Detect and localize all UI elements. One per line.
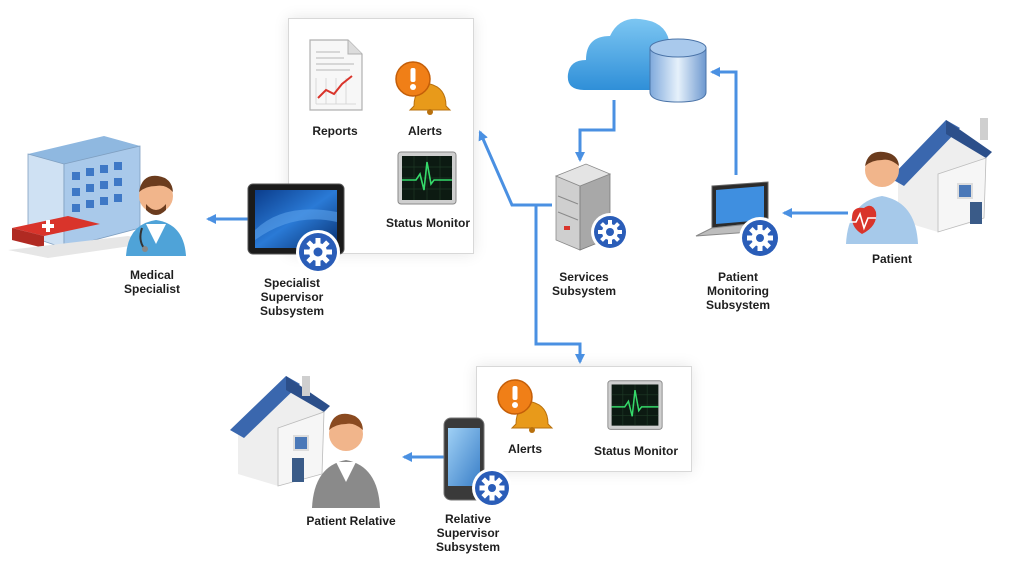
patient-home-icon bbox=[846, 118, 992, 244]
arrow-monitoring-to-cloud bbox=[710, 67, 738, 175]
status-monitor-bottom-label: Status Monitor bbox=[594, 444, 678, 458]
alert-bell-bottom-icon bbox=[497, 379, 554, 433]
arrow-services-to-specialist-panel bbox=[478, 130, 552, 207]
reports-icon bbox=[309, 39, 363, 111]
patient-relative-label: Patient Relative bbox=[306, 514, 396, 528]
relative-home-icon bbox=[230, 376, 380, 508]
medical-specialist-label: Medical Specialist bbox=[123, 268, 181, 296]
specialist-supervisor-label: Specialist Supervisor Subsystem bbox=[259, 276, 325, 318]
alerts-top-label: Alerts bbox=[407, 124, 442, 138]
services-subsystem-label: Services Subsystem bbox=[551, 270, 617, 298]
cloud-database-icon bbox=[567, 18, 707, 103]
status-monitor-top-label: Status Monitor bbox=[386, 216, 470, 230]
smartphone-icon bbox=[443, 417, 512, 508]
reports-label: Reports bbox=[312, 124, 358, 138]
status-monitor-bottom-icon bbox=[607, 380, 663, 430]
laptop-icon bbox=[695, 181, 781, 259]
alerts-bottom-label: Alerts bbox=[507, 442, 542, 456]
patient-monitoring-label: Patient Monitoring Subsystem bbox=[705, 270, 771, 312]
alert-bell-icon bbox=[395, 61, 452, 115]
arrow-services-to-relative-panel bbox=[534, 205, 585, 364]
tablet-icon bbox=[247, 183, 345, 274]
arrow-cloud-to-services bbox=[575, 100, 616, 162]
services-server-icon bbox=[554, 163, 629, 251]
status-monitor-icon bbox=[397, 151, 457, 205]
relative-supervisor-label: Relative Supervisor Subsystem bbox=[435, 512, 501, 554]
hospital-icon bbox=[8, 136, 186, 258]
patient-label: Patient bbox=[871, 252, 912, 266]
